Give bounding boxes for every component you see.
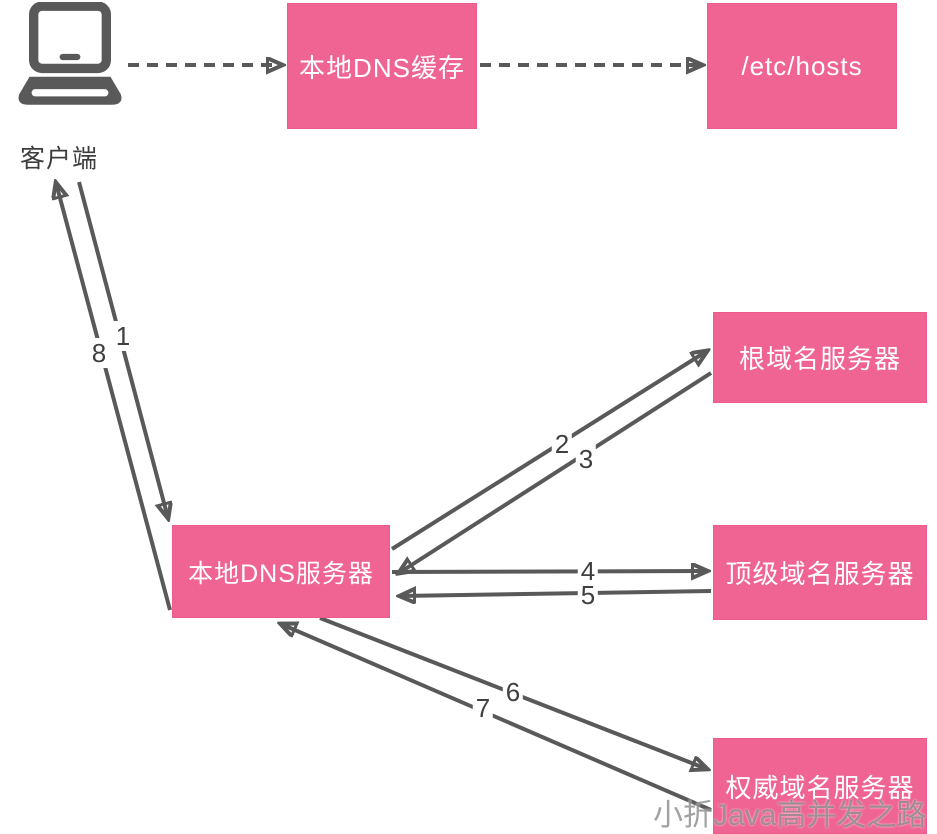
node-auth-dns-server: 权威域名服务器 [713, 738, 927, 834]
node-local-dns-server: 本地DNS服务器 [172, 525, 390, 618]
arrow-step-4 [391, 571, 707, 572]
arrow-step-8 [56, 183, 172, 611]
step-label-5: 5 [577, 580, 599, 610]
step-label-7: 7 [472, 693, 494, 723]
node-local-dns-cache: 本地DNS缓存 [287, 3, 477, 129]
node-tld-dns-server: 顶级域名服务器 [713, 525, 927, 620]
step-label-4: 4 [577, 556, 599, 586]
node-root-dns-server: 根域名服务器 [713, 312, 927, 403]
step-label-1: 1 [112, 321, 134, 351]
step-label-2: 2 [551, 429, 573, 459]
client-label: 客户端 [20, 145, 99, 173]
arrow-step-7 [281, 624, 712, 812]
arrow-step-3 [399, 371, 713, 573]
step-label-8: 8 [88, 338, 110, 368]
step-label-3: 3 [575, 444, 597, 474]
arrow-step-2 [390, 351, 707, 551]
step-label-6: 6 [502, 677, 524, 707]
arrow-step-5 [400, 591, 712, 596]
node-etc-hosts: /etc/hosts [707, 3, 897, 129]
watermark-text: 小折Java高并发之路 [653, 799, 927, 832]
laptop-icon [18, 2, 122, 105]
